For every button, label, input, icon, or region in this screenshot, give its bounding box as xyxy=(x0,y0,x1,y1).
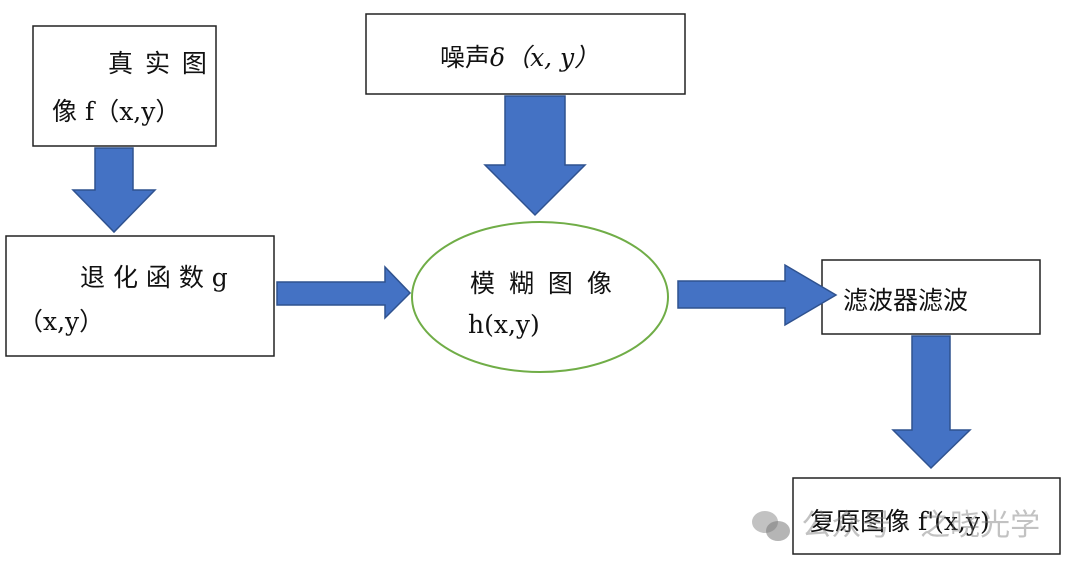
blurred-line2: h(x,y) xyxy=(468,310,540,339)
arrow-right-3 xyxy=(276,265,412,320)
arrow-right-4 xyxy=(677,263,838,327)
wechat-icon xyxy=(752,510,792,543)
real-image-line2: 像 f（x,y） xyxy=(52,97,181,126)
noise-symbol: δ（x, y） xyxy=(490,43,600,72)
noise-box xyxy=(365,13,686,95)
degradation-line1: 退 化 函 数 g xyxy=(80,263,228,292)
blurred-image-ellipse xyxy=(411,221,669,373)
filter-label: 滤波器滤波 xyxy=(843,286,969,315)
arrow-down-2 xyxy=(483,95,587,217)
arrow-down-1 xyxy=(71,147,157,234)
watermark-text: 公众号 · 之晓光学 xyxy=(801,508,1041,543)
degradation-box xyxy=(5,235,275,357)
real-image-line1: 真 实 图 xyxy=(108,49,209,78)
arrow-down-5 xyxy=(891,335,972,470)
watermark: 公众号 · 之晓光学 xyxy=(752,500,1040,544)
noise-text: 噪声 xyxy=(440,43,491,72)
noise-label: 噪声δ（x, y） xyxy=(440,38,599,74)
degradation-line2: （x,y） xyxy=(18,307,105,336)
restored-label: 复原图像 f'(x,y) xyxy=(810,507,990,536)
real-image-box xyxy=(32,25,217,147)
blurred-line1: 模 糊 图 像 xyxy=(470,269,615,298)
restored-box xyxy=(792,477,1061,555)
filter-box xyxy=(821,259,1041,335)
